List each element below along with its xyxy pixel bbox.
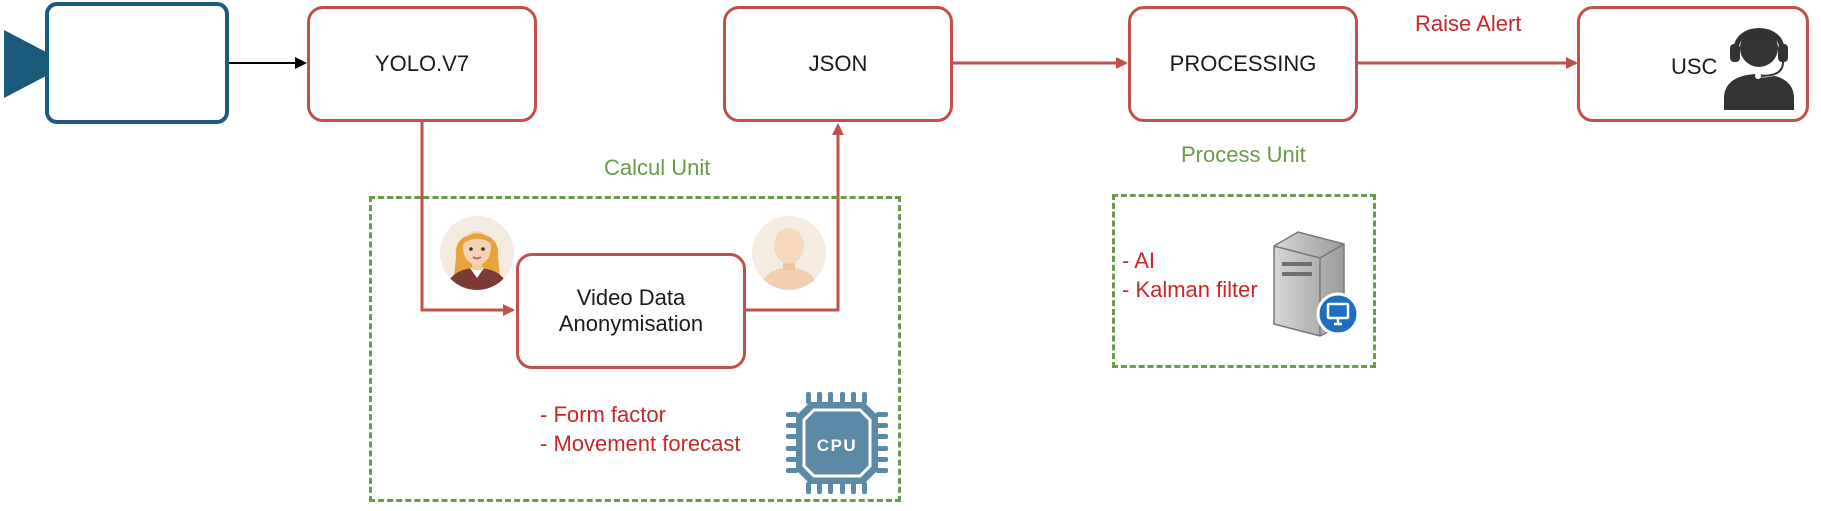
- anonymisation-label-line1: Video Data: [576, 284, 686, 310]
- yolo-node: YOLO.V7: [307, 6, 537, 122]
- json-label: JSON: [808, 50, 868, 76]
- edge-yolo-anonymisation: [420, 120, 515, 316]
- anonymisation-label-line2: Anonymisation: [558, 311, 704, 336]
- calcul-note-2: - Movement forecast: [540, 431, 741, 456]
- cpu-icon: CPU: [786, 392, 888, 494]
- anonymisation-node: Video Data Anonymisation: [516, 253, 746, 369]
- calcul-unit-notes: - Form factor - Movement forecast: [540, 400, 741, 458]
- server-icon: [1273, 231, 1360, 337]
- process-unit-title: Process Unit: [1181, 142, 1306, 167]
- edge-anonymisation-json: [745, 123, 844, 312]
- calcul-note-1: - Form factor: [540, 402, 666, 427]
- usc-label: USC: [1671, 54, 1718, 79]
- anonymous-avatar-icon: [752, 216, 826, 290]
- cpu-icon-text: CPU: [817, 436, 857, 455]
- process-note-1: - AI: [1122, 248, 1156, 273]
- calcul-unit-title: Calcul Unit: [604, 155, 711, 180]
- process-unit-notes: - AI - Kalman filter: [1122, 246, 1258, 304]
- raise-alert-label: Raise Alert: [1415, 11, 1522, 36]
- processing-node: PROCESSING: [1128, 6, 1358, 122]
- woman-avatar-icon: [440, 216, 514, 290]
- process-unit-group: [1112, 194, 1376, 368]
- processing-label: PROCESSING: [1169, 50, 1317, 76]
- yolo-label: YOLO.V7: [374, 50, 470, 76]
- calcul-unit-group: [369, 196, 901, 502]
- camera-icon: [4, 2, 229, 124]
- headset-operator-icon: [1724, 28, 1794, 110]
- process-note-2: - Kalman filter: [1122, 277, 1258, 302]
- json-node: JSON: [723, 6, 953, 122]
